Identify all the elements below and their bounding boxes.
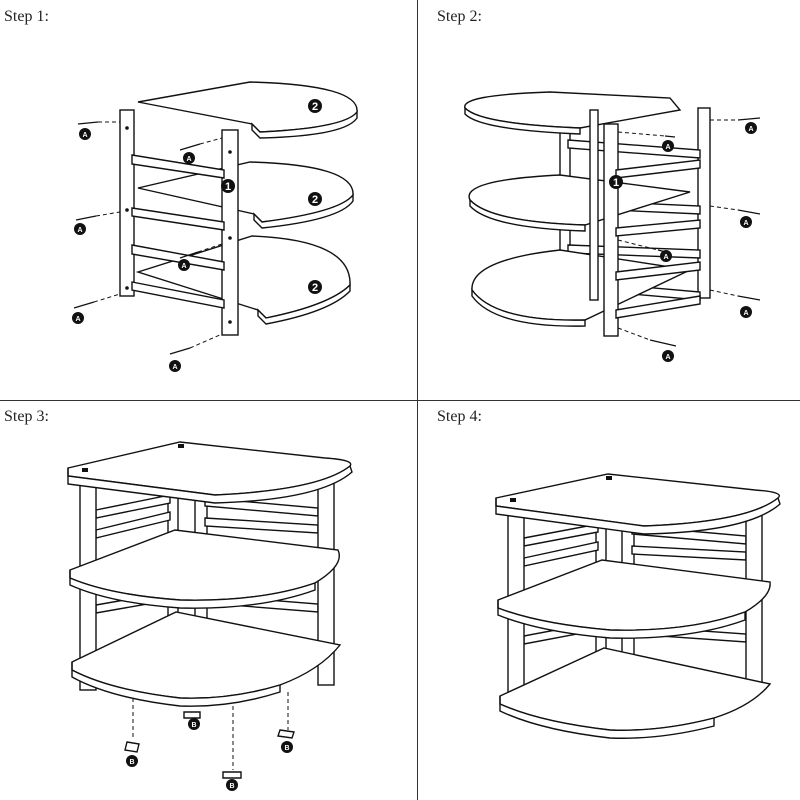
shelf-bottom	[135, 235, 351, 325]
svg-text:2: 2	[312, 101, 318, 113]
svg-text:A: A	[75, 316, 80, 323]
step-4-panel: Step 4:	[400, 400, 800, 800]
step-1-label: Step 1:	[4, 8, 49, 25]
svg-text:A: A	[743, 310, 748, 317]
horizontal-divider	[0, 400, 800, 401]
svg-text:A: A	[663, 254, 668, 261]
pad-badges: B B B B	[126, 718, 293, 791]
step-3-label: Step 3:	[4, 408, 49, 425]
shelf-top-3	[67, 441, 353, 504]
svg-text:A: A	[77, 227, 82, 234]
svg-text:2: 2	[312, 282, 318, 294]
shelf-middle	[137, 161, 354, 229]
svg-text:B: B	[229, 783, 234, 790]
svg-text:A: A	[172, 364, 177, 371]
svg-text:A: A	[748, 126, 753, 133]
svg-text:B: B	[284, 745, 289, 752]
shelf-badge-bottom: 2	[308, 280, 322, 294]
frame-assembly	[119, 109, 239, 336]
svg-text:A: A	[743, 220, 748, 227]
step-2-panel: Step 2:	[400, 0, 800, 400]
screw-badges: A A A A A A	[72, 128, 195, 372]
step-4-label: Step 4:	[437, 408, 482, 425]
svg-text:A: A	[186, 156, 191, 163]
shelf-top-4	[495, 473, 781, 535]
shelf-bottom-4	[499, 647, 772, 739]
step-2-label: Step 2:	[437, 8, 482, 25]
svg-text:B: B	[191, 722, 196, 729]
svg-text:1: 1	[225, 181, 231, 193]
step-2-diagram: 1 A A A A A A	[464, 91, 761, 362]
frame-assembly-2	[589, 109, 701, 337]
step-3-panel: Step 3:	[0, 400, 400, 800]
step-3-diagram: B B B B	[67, 441, 353, 791]
screw-badges-2: A A A A A A	[660, 122, 757, 362]
frame-badge: 1	[221, 179, 235, 193]
svg-text:B: B	[129, 759, 134, 766]
svg-text:1: 1	[613, 177, 619, 189]
svg-text:A: A	[665, 144, 670, 151]
shelf-middle-3	[69, 529, 340, 609]
shelf-middle-4	[497, 559, 771, 639]
svg-text:2: 2	[312, 194, 318, 206]
shelf-badge-top: 2	[308, 99, 322, 113]
shelf-middle-2	[468, 174, 691, 232]
screws-2	[617, 117, 761, 347]
shelf-badge-middle: 2	[308, 192, 322, 206]
frame-badge-2: 1	[609, 175, 623, 189]
svg-text:A: A	[82, 132, 87, 139]
pads	[124, 692, 295, 779]
step-4-diagram	[495, 473, 781, 739]
step-1-panel: Step 1:	[0, 0, 400, 400]
step-1-diagram: 2 2 2 1 A	[72, 81, 358, 372]
svg-text:A: A	[665, 354, 670, 361]
shelf-top-2	[464, 91, 682, 135]
shelf-bottom-2	[471, 249, 693, 327]
screws	[73, 121, 223, 355]
svg-text:A: A	[181, 263, 186, 270]
shelf-top	[137, 81, 358, 139]
shelf-bottom-3	[71, 611, 342, 707]
